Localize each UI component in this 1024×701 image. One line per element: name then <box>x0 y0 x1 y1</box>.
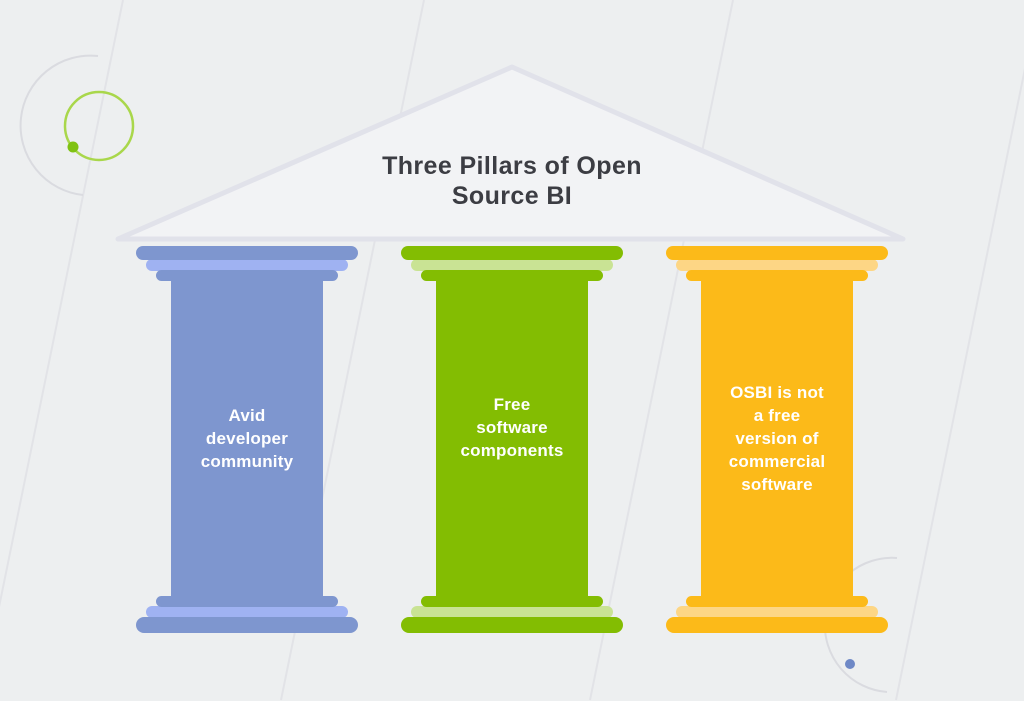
pillar-osbi-not-free-version: OSBI is not a free version of commercial… <box>666 246 888 633</box>
pillar-shaft: Avid developer community <box>171 280 323 597</box>
green-dot-icon <box>67 141 79 153</box>
pillar-shaft: Free software components <box>436 280 588 597</box>
pillar-capital-bar-light <box>146 259 348 271</box>
pillar-base-bar-bottom <box>136 617 358 633</box>
pillar-base-bar-light <box>676 606 878 618</box>
pillar-free-software-components: Free software components <box>401 246 623 633</box>
pillar-label: Free software components <box>460 395 564 460</box>
page-title-line-2: Source BI <box>451 182 573 210</box>
page-title-line-1: Three Pillars of Open <box>382 152 642 180</box>
pillar-shaft: OSBI is not a free version of commercial… <box>701 280 853 597</box>
pillar-base-bar-inner <box>421 596 603 607</box>
green-ring-icon <box>63 90 135 162</box>
pillar-capital-bar-light <box>676 259 878 271</box>
pillar-base-bar-light <box>146 606 348 618</box>
pillar-avid-developer-community: Avid developer community <box>136 246 358 633</box>
pillar-base-bar-inner <box>686 596 868 607</box>
background-line <box>589 0 734 701</box>
pillar-capital-bar-top <box>666 246 888 260</box>
blue-dot-icon <box>845 659 855 669</box>
gray-arc-top-left <box>19 54 99 196</box>
pillar-label: Avid developer community <box>200 406 294 471</box>
page-title: Three Pillars of Open Source BI <box>312 151 712 211</box>
pillar-capital-bar-top <box>136 246 358 260</box>
background-line <box>0 0 124 608</box>
pillar-base-bar-light <box>411 606 613 618</box>
pillar-capital-bar-inner <box>686 270 868 281</box>
pillar-base-bar-inner <box>156 596 338 607</box>
pillar-capital-bar-inner <box>421 270 603 281</box>
pillar-base-bar-bottom <box>666 617 888 633</box>
pillar-capital-bar-light <box>411 259 613 271</box>
pillar-capital-bar-inner <box>156 270 338 281</box>
pillar-label: OSBI is not a free version of commercial… <box>728 383 826 494</box>
pillar-base-bar-bottom <box>401 617 623 633</box>
pillar-capital-bar-top <box>401 246 623 260</box>
pediment-roof <box>115 64 906 242</box>
background-line <box>895 68 1024 701</box>
